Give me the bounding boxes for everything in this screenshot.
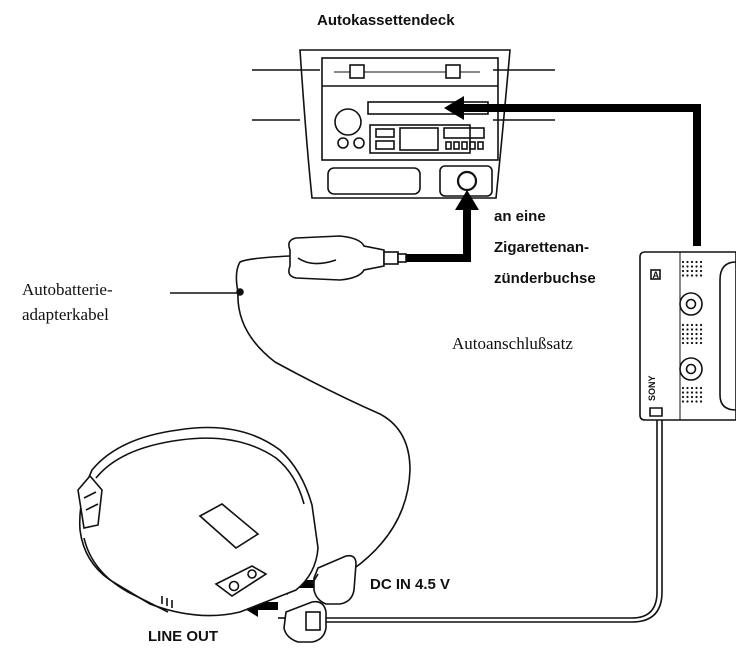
pack-dot: [690, 391, 694, 394]
pack-dot: [681, 332, 685, 336]
pack-dot: [681, 260, 685, 264]
line-out-label: LINE OUT: [148, 628, 218, 645]
pack-dot: [699, 332, 703, 336]
pack-dot: [699, 265, 703, 268]
pack-dot: [681, 323, 685, 327]
pack-dot: [695, 323, 698, 327]
pack-dot: [686, 341, 689, 345]
car-cassette-deck: [252, 49, 555, 199]
pack-dot: [690, 386, 694, 390]
pack-dot: [699, 386, 703, 390]
pack-dot: [681, 391, 685, 394]
pack-dot: [699, 269, 703, 273]
dc-in-plug: [311, 554, 357, 605]
pack-dot: [690, 260, 694, 264]
cigarette-socket-label-line3: zünderbuchse: [494, 270, 596, 287]
pack-dot: [681, 274, 685, 277]
pack-dot: [695, 328, 698, 331]
cd-player: [77, 426, 319, 617]
car-connecting-pack-label: Autoanschlußsatz: [452, 334, 573, 353]
pack-dot: [681, 386, 685, 390]
battery-cable-label-line2: adapterkabel: [22, 305, 109, 324]
pack-dot: [681, 265, 685, 268]
deck-buttons: [445, 141, 484, 150]
pack-dot: [686, 328, 689, 331]
pack-dot: [695, 391, 698, 394]
pack-dot: [686, 395, 689, 399]
pack-dot: [681, 395, 685, 399]
car-cassette-deck-label: Autokassettendeck: [317, 12, 455, 29]
pack-dot: [695, 269, 698, 273]
pack-dot: [690, 328, 694, 331]
pack-dot: [695, 332, 698, 336]
pack-dot: [681, 400, 685, 403]
pack-dot: [699, 400, 703, 403]
pack-dot: [699, 391, 703, 394]
car-connecting-pack: A: [639, 251, 736, 421]
pack-dot: [695, 341, 698, 345]
pack-dot: [690, 269, 694, 273]
pack-dot: [695, 395, 698, 399]
pack-dot: [686, 400, 689, 403]
pack-dot: [695, 337, 698, 340]
pack-dot: [690, 323, 694, 327]
line-out-cable: [325, 408, 663, 623]
pack-dot: [686, 323, 689, 327]
svg-text:A: A: [653, 270, 660, 280]
pack-dot: [695, 260, 698, 264]
pack-dot: [686, 265, 689, 268]
line-out-plug: [278, 600, 327, 643]
pack-dot: [699, 274, 703, 277]
cigarette-socket-label-line1: an eine: [494, 208, 546, 225]
pack-dot: [699, 328, 703, 331]
pack-dot: [699, 395, 703, 399]
battery-cable-label-line1: Autobatterie-: [22, 280, 113, 299]
pack-dot: [690, 265, 694, 268]
dc-in-label: DC IN 4.5 V: [370, 576, 451, 593]
pack-dot: [686, 337, 689, 340]
pack-dot: [690, 400, 694, 403]
pack-dot: [695, 400, 698, 403]
cigarette-socket-label-line2: Zigarettenan-: [494, 239, 590, 256]
pack-dot: [681, 328, 685, 331]
pack-dot: [686, 332, 689, 336]
pack-dot: [690, 337, 694, 340]
pack-dot: [690, 274, 694, 277]
cigarette-lighter-plug: [288, 235, 407, 281]
pack-dot: [699, 323, 703, 327]
pack-dot: [686, 269, 689, 273]
brand-logo: SONY: [647, 375, 657, 401]
pack-dot: [681, 341, 685, 345]
pack-dot: [686, 274, 689, 277]
pack-dot: [690, 341, 694, 345]
pack-dot: [686, 386, 689, 390]
pack-dot: [695, 265, 698, 268]
cassette-insert-arrow: [444, 96, 701, 246]
pack-dot: [681, 337, 685, 340]
pack-dot: [690, 332, 694, 336]
connecting-pack-dots: [681, 260, 703, 403]
pack-dot: [681, 269, 685, 273]
pack-dot: [695, 386, 698, 390]
pack-dot: [699, 341, 703, 345]
pack-dot: [695, 274, 698, 277]
pack-dot: [686, 391, 689, 394]
pack-dot: [686, 260, 689, 264]
socket-plug-arrow: [405, 190, 479, 262]
battery-adapter-cable: [235, 255, 411, 571]
pack-dot: [690, 395, 694, 399]
pack-dot: [699, 337, 703, 340]
pack-dot: [699, 260, 703, 264]
